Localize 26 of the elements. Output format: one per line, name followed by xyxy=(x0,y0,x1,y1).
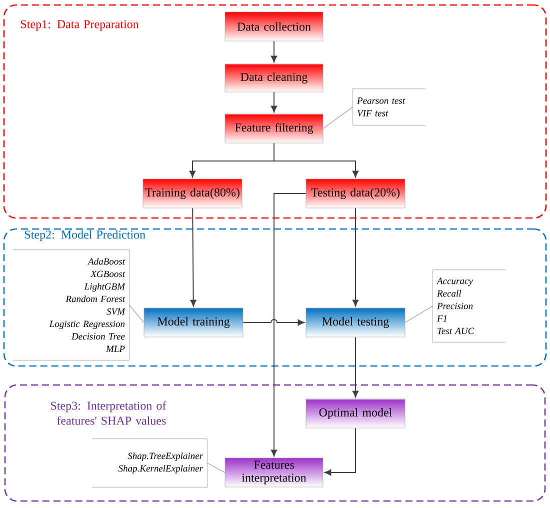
arrow xyxy=(270,40,278,62)
arrow xyxy=(324,428,356,476)
process-box: Model training xyxy=(144,308,244,338)
leader-line xyxy=(404,306,434,323)
arrow xyxy=(274,142,359,178)
process-box: Testing data(20%) xyxy=(306,178,406,208)
note-box: Accuracy Recall Precision F1 Test AUC xyxy=(432,270,506,342)
note-box: AdaBoost XGBoost LightGBM Random Forest SVM Logistic Regression Decision Tree MLP xyxy=(12,250,130,360)
note-box: Shap.TreeExplainer Shap.KernelExplainer xyxy=(92,438,208,488)
arrow xyxy=(352,208,359,306)
arrow xyxy=(242,319,305,326)
process-box: Features interpretation xyxy=(224,458,324,488)
leader-line xyxy=(322,106,354,129)
process-box: Data collection xyxy=(224,12,324,42)
arrow xyxy=(270,92,278,112)
note-box: Pearson test VIF test xyxy=(352,88,426,126)
arrow xyxy=(190,208,196,306)
leader-line xyxy=(206,462,226,473)
arrow xyxy=(270,193,306,456)
process-box: Model testing xyxy=(306,308,406,338)
process-box: Optimal model xyxy=(306,398,406,428)
process-box: Training data(80%) xyxy=(142,178,242,208)
process-box: Data cleaning xyxy=(224,64,324,92)
arrow xyxy=(352,336,359,398)
leader-line xyxy=(128,304,144,323)
process-box: Feature filtering xyxy=(224,114,324,144)
